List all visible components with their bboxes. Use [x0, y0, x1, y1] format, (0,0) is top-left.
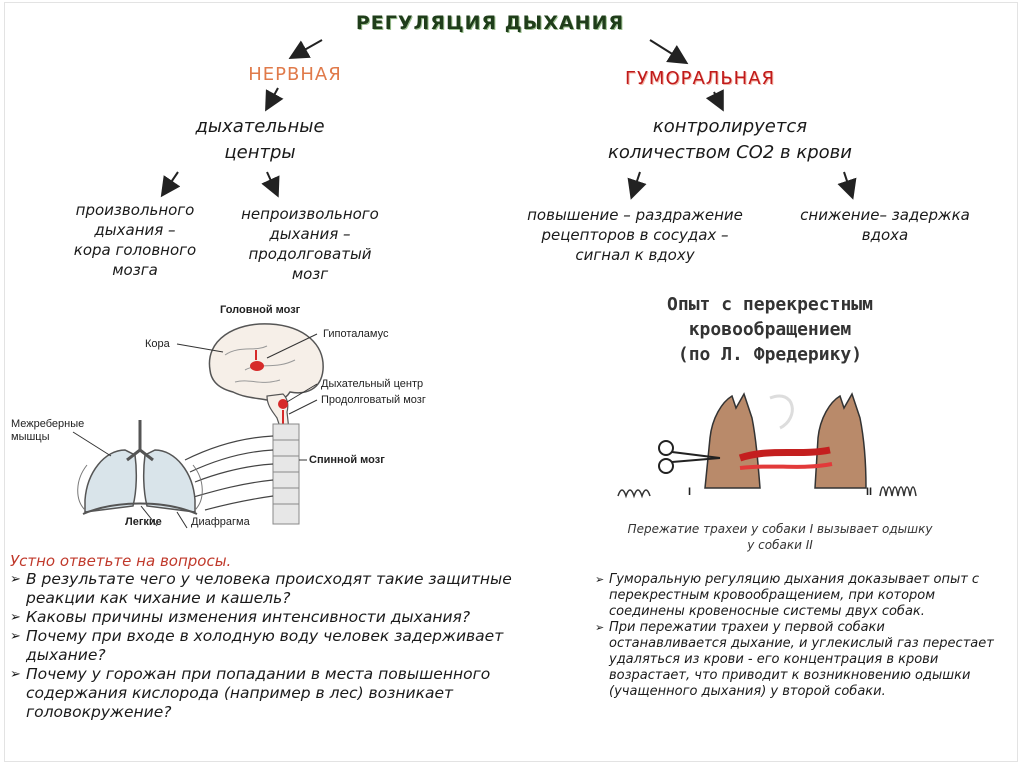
dog-one-mark: I: [688, 486, 691, 498]
involuntary-line: непроизвольного: [215, 204, 405, 224]
decrease-line: снижение– задержка: [790, 205, 980, 225]
questions-heading: Устно ответьте на вопросы.: [10, 552, 550, 570]
increase-line: повышение – раздражение: [505, 205, 765, 225]
experiment-title-line: кровообращением: [620, 317, 920, 342]
label-medulla: Продолговатый мозг: [321, 394, 426, 406]
question-item: Каковы причины изменения интенсивности д…: [10, 608, 550, 627]
page-title: РЕГУЛЯЦИЯ ДЫХАНИЯ: [300, 12, 680, 34]
arrow-to-decrease: [844, 172, 852, 196]
voluntary-line: дыхания –: [40, 220, 230, 240]
involuntary-line: мозг: [215, 264, 405, 284]
dog-two-mark: II: [866, 486, 872, 498]
experiment-title: Опыт с перекрестным кровообращением (по …: [620, 292, 920, 367]
arrow-to-humoral: [650, 40, 685, 62]
label-intercostal-line: мышцы: [11, 431, 84, 444]
arrow-to-controlled: [714, 92, 722, 108]
involuntary-breathing: непроизвольного дыхания – продолговатый …: [215, 204, 405, 284]
co2-decrease: снижение– задержка вдоха: [790, 205, 980, 245]
voluntary-breathing: произвольного дыхания – кора головного м…: [40, 200, 230, 280]
dogs-svg: [610, 378, 930, 508]
co2-increase: повышение – раздражение рецепторов в сос…: [505, 205, 765, 265]
nervous-heading: НЕРВНАЯ: [200, 64, 390, 85]
label-intercostal: Межреберные мышцы: [11, 418, 84, 444]
brain-lungs-figure: Головной мозг Гипоталамус Кора Дыхательн…: [5, 300, 465, 530]
label-cortex: Кора: [145, 338, 170, 350]
note-item: Гуморальную регуляцию дыхания доказывает…: [595, 572, 1000, 620]
hypothalamus-marker: [250, 361, 264, 371]
questions-block: Устно ответьте на вопросы. В результате …: [10, 552, 550, 722]
centers-line: дыхательные: [130, 114, 390, 140]
voluntary-line: произвольного: [40, 200, 230, 220]
label-spinal: Спинной мозг: [309, 454, 385, 466]
involuntary-line: дыхания –: [215, 224, 405, 244]
voluntary-line: мозга: [40, 260, 230, 280]
arrow-to-increase: [632, 172, 640, 196]
experiment-title-line: (по Л. Фредерику): [620, 342, 920, 367]
dog-two-head: [815, 394, 866, 488]
controlled-line: контролируется: [540, 114, 920, 140]
notes-list: Гуморальную регуляцию дыхания доказывает…: [595, 572, 1000, 700]
question-item: Почему у горожан при попадании в места п…: [10, 665, 550, 722]
decrease-line: вдоха: [790, 225, 980, 245]
increase-line: рецепторов в сосудах –: [505, 225, 765, 245]
dogs-illustration: I II: [610, 378, 930, 508]
voluntary-line: кора головного: [40, 240, 230, 260]
label-brain: Головной мозг: [220, 304, 300, 316]
arrow-to-nervous: [292, 40, 322, 57]
caption-line: Пережатие трахеи у собаки I вызывает оды…: [610, 521, 950, 537]
label-resp-center: Дыхательный центр: [321, 378, 423, 390]
questions-list: В результате чего у человека происходят …: [10, 570, 550, 722]
question-item: Почему при входе в холодную воду человек…: [10, 627, 550, 665]
question-item: В результате чего у человека происходят …: [10, 570, 550, 608]
centers-line: центры: [130, 140, 390, 166]
brain-shape: [209, 324, 323, 402]
increase-line: сигнал к вдоху: [505, 245, 765, 265]
caption-line: у собаки II: [610, 537, 950, 553]
experiment-title-line: Опыт с перекрестным: [620, 292, 920, 317]
note-item: При пережатии трахеи у первой собаки ост…: [595, 620, 1000, 700]
arrow-to-centers: [267, 88, 278, 108]
involuntary-line: продолговатый: [215, 244, 405, 264]
arrow-to-involuntary: [267, 172, 277, 194]
controlled-line: количеством СО2 в крови: [540, 140, 920, 166]
label-diaphragm: Диафрагма: [191, 516, 250, 528]
anatomy-illustration: [5, 300, 465, 530]
label-intercostal-line: Межреберные: [11, 418, 84, 431]
dog-one-head: [705, 394, 760, 488]
controlled-by-co2: контролируется количеством СО2 в крови: [540, 114, 920, 166]
notes-block: Гуморальную регуляцию дыхания доказывает…: [595, 572, 1000, 700]
arrow-to-voluntary: [163, 172, 178, 194]
humoral-heading: ГУМОРАЛЬНАЯ: [565, 68, 835, 89]
respiratory-centers: дыхательные центры: [130, 114, 390, 166]
breath-wave-two: [880, 487, 916, 496]
breath-wave-one: [618, 490, 650, 496]
experiment-caption: Пережатие трахеи у собаки I вызывает оды…: [610, 521, 950, 553]
label-hypothalamus: Гипоталамус: [323, 328, 388, 340]
label-lungs: Легкие: [125, 516, 162, 528]
spinal-cord: [273, 424, 299, 524]
